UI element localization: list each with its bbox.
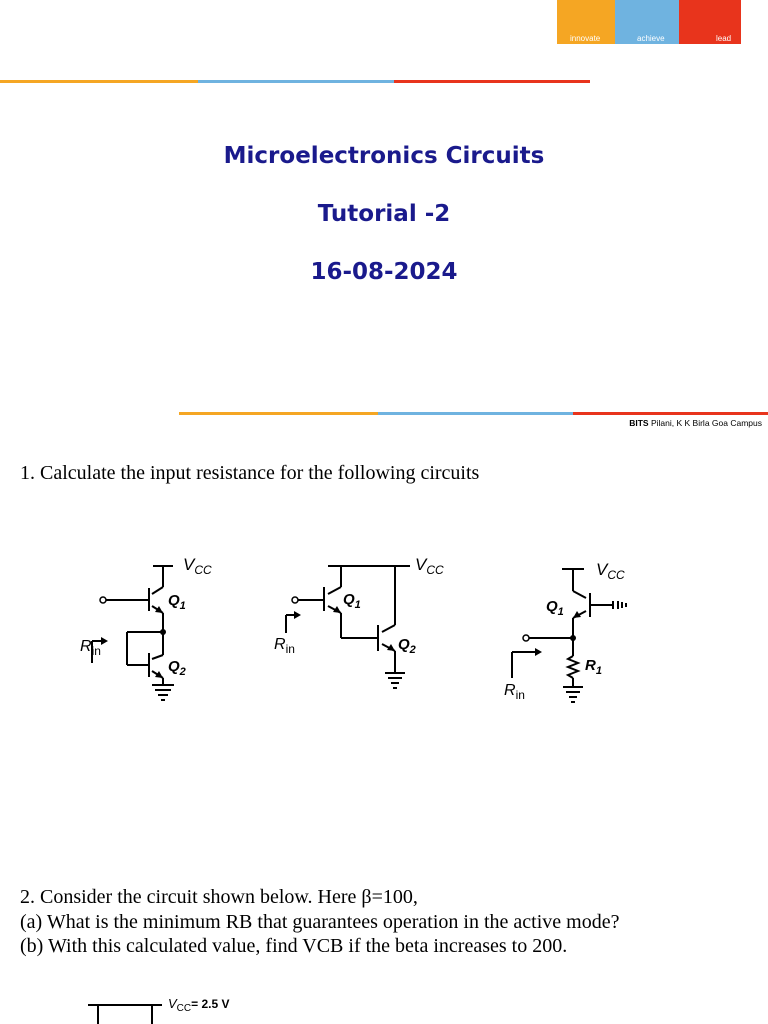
tutorial-date: 16-08-2024 [310,259,458,285]
q2-subscript: 2 [179,666,186,678]
vcc-value: = 2.5 V [191,997,229,1011]
vcc-subscript: CC [194,563,212,577]
q2-label: Q [398,636,410,653]
q1-subscript: 1 [180,600,186,612]
q1-subscript: 1 [558,606,564,618]
logo-label-achieve: achieve [637,34,665,43]
vcc-subscript: CC [607,568,625,582]
svg-text:Rin: Rin [80,638,101,658]
vcc-label: V [596,560,609,579]
campus-label: BITS Pilani, K K Birla Goa Campus [629,418,762,428]
svg-text:VCC: VCC [415,555,444,577]
question-2-circuit: VCC= 2.5 V [88,996,230,1024]
circuit-2-diagram: VCC Q1 Q2 Rin [274,555,444,689]
q1-label: Q [168,592,180,609]
question-2-part-a: (a) What is the minimum RB that guarante… [20,911,620,933]
vcc-label: V [168,996,178,1011]
vcc-label: V [415,555,428,574]
svg-text:VCC: VCC [596,560,625,582]
q2-label: Q [168,658,180,675]
svg-text:Q1: Q1 [546,598,564,618]
svg-text:VCC= 2.5 V: VCC= 2.5 V [168,996,230,1014]
campus-bold: BITS [629,418,649,428]
q1-label: Q [343,591,355,608]
top-rule [0,80,590,83]
vcc-label: V [183,555,196,574]
q1-label: Q [546,598,558,615]
logo-label-lead: lead [716,34,732,43]
circuit-3-diagram: VCC Q1 R1 Rin [504,560,627,703]
question-1-text: 1. Calculate the input resistance for th… [20,462,480,484]
q1-subscript: 1 [355,599,361,611]
svg-text:Q1: Q1 [168,592,186,612]
svg-text:Rin: Rin [274,636,295,656]
logo-segment-lead: lead [679,0,741,44]
r1-label: R [585,657,596,674]
bits-logo: innovate achieve lead [557,0,741,44]
campus-rest: Pilani, K K Birla Goa Campus [648,418,762,428]
rin-label: R [274,636,286,653]
svg-text:R1: R1 [585,657,602,677]
logo-segment-achieve: achieve [615,0,679,44]
q2-subscript: 2 [409,644,416,656]
logo-segment-innovate: innovate [557,0,615,44]
tutorial-title: Tutorial -2 [317,201,451,227]
logo-label-innovate: innovate [570,34,601,43]
question-2-part-b: (b) With this calculated value, find VCB… [20,935,568,957]
rin-subscript: in [516,688,525,702]
vcc-subscript: CC [426,563,444,577]
rin-label: R [80,638,92,655]
svg-text:Q1: Q1 [343,591,361,611]
svg-text:VCC: VCC [183,555,212,577]
svg-text:Q2: Q2 [168,658,186,678]
rin-label: R [504,682,516,699]
r1-subscript: 1 [596,665,602,677]
vcc-subscript: CC [177,1003,191,1014]
middle-rule [179,412,768,415]
rin-subscript: in [92,644,101,658]
rin-subscript: in [286,642,295,656]
svg-text:Rin: Rin [504,682,525,702]
course-title: Microelectronics Circuits [223,143,545,169]
circuit-1-diagram: VCC Q1 Q2 Rin [80,555,212,701]
question-2-intro: 2. Consider the circuit shown below. Her… [20,886,418,908]
svg-text:Q2: Q2 [398,636,416,656]
